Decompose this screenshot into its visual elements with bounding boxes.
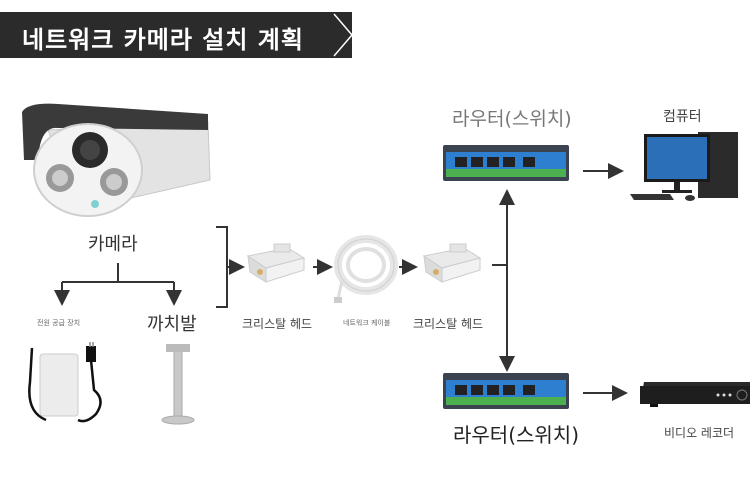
power-adapter-icon (28, 342, 102, 423)
camera-label: 카메라 (88, 234, 138, 255)
network-cable-icon (334, 235, 398, 303)
rj45-connector-icon (422, 243, 482, 283)
bracket-line (216, 226, 228, 308)
dvr-recorder-icon (640, 382, 750, 407)
rj45-connector-icon (246, 243, 306, 283)
crystal-head-2-label: 크리스탈 헤드 (413, 317, 484, 331)
camera-bracket-icon (161, 344, 195, 425)
power-supply-label: 전원 공급 장치 (37, 319, 81, 327)
router-top-label: 라우터(스위치) (452, 108, 572, 130)
chevron-right-icon (333, 13, 353, 57)
title-banner: 네트워크 카메라 설치 계획 (0, 12, 353, 58)
network-switch-icon (443, 145, 569, 181)
computer-label: 컴퓨터 (663, 109, 702, 125)
router-bottom-label: 라우터(스위치) (453, 423, 580, 447)
bracket-label: 까치발 (147, 314, 197, 335)
crystal-head-1-label: 크리스탈 헤드 (242, 317, 313, 331)
video-recorder-label: 비디오 레코더 (664, 426, 735, 440)
network-cable-label: 네트워크 케이블 (343, 319, 391, 327)
page-title: 네트워크 카메라 설치 계획 (22, 26, 304, 54)
cctv-camera-icon (22, 103, 211, 217)
network-switch-icon (443, 373, 569, 409)
desktop-computer-icon (630, 132, 738, 201)
